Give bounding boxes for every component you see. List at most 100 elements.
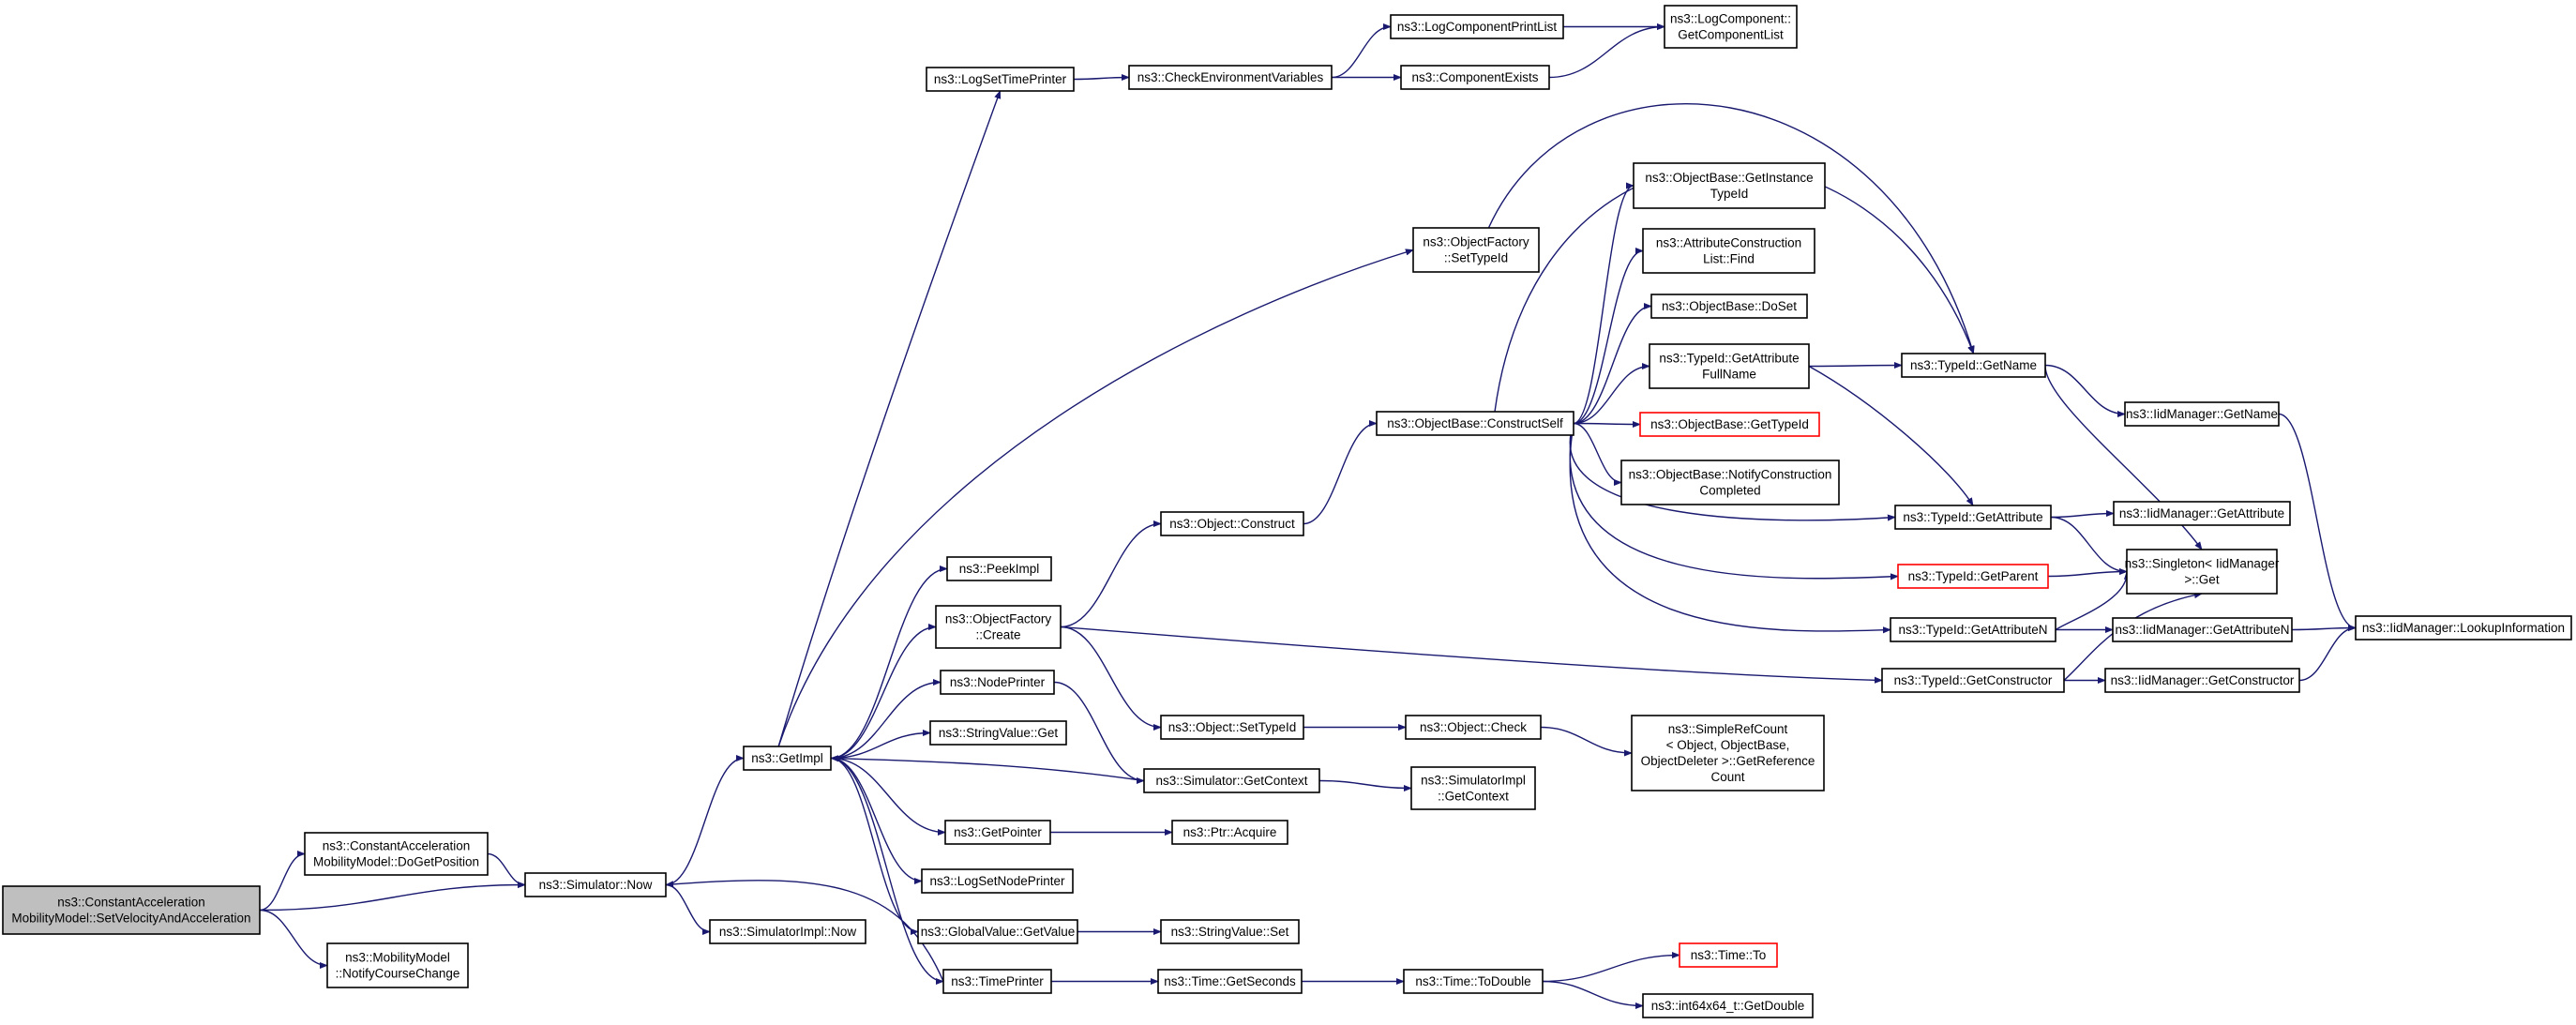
edge-getimpl-to-peekimpl (830, 565, 948, 760)
node-iidgetattr[interactable]: ns3::IidManager::GetAttribute (2113, 501, 2291, 526)
node-tgetctor[interactable]: ns3::TypeId::GetConstructor (1881, 668, 2065, 693)
node-label-timetodouble: ns3::Time::ToDouble (1415, 974, 1530, 988)
edge-getimpl-to-ofcreate (830, 623, 937, 760)
node-label-notify: ns3::MobilityModel (345, 951, 450, 965)
node-box-timeto (1679, 942, 1778, 968)
node-timegetsec[interactable]: ns3::Time::GetSeconds (1157, 969, 1303, 994)
edge-tgetattr-to-iidgetattr (2050, 509, 2115, 519)
node-label-ofcreate: ns3::ObjectFactory (945, 612, 1052, 626)
edge-timeprinter-to-simnow (665, 880, 944, 982)
node-label-notify: ::NotifyCourseChange (336, 967, 460, 981)
edge-objcheck-to-simpleref (1540, 726, 1633, 757)
node-dogetpos[interactable]: ns3::ConstantAccelerationMobilityModel::… (304, 832, 489, 876)
edge-getimpl-to-timeprinter (830, 757, 944, 986)
node-label-getattrfull: ns3::TypeId::GetAttribute (1659, 352, 1799, 366)
node-iidgetattrn[interactable]: ns3::IidManager::GetAttributeN (2112, 617, 2293, 642)
edge-constructself-to-obgettypeid (1573, 420, 1641, 429)
node-notifyconst[interactable]: ns3::ObjectBase::NotifyConstructionCompl… (1620, 460, 1840, 505)
node-constructself[interactable]: ns3::ObjectBase::ConstructSelf (1376, 411, 1574, 436)
node-tgetparent[interactable]: ns3::TypeId::GetParent (1897, 564, 2049, 589)
node-ofcreate[interactable]: ns3::ObjectFactory::Create (935, 605, 1062, 649)
edge-constructself-to-getattrfull (1573, 362, 1650, 425)
node-simgetctx[interactable]: ns3::Simulator::GetContext (1143, 768, 1320, 793)
node-doset[interactable]: ns3::ObjectBase::DoSet (1650, 294, 1808, 319)
node-lookup[interactable]: ns3::IidManager::LookupInformation (2355, 615, 2572, 641)
node-label-simgetctx: ns3::Simulator::GetContext (1155, 774, 1307, 788)
node-objconstruct[interactable]: ns3::Object::Construct (1160, 511, 1304, 536)
node-logsettime[interactable]: ns3::LogSetTimePrinter (926, 67, 1075, 92)
edge-ofcreate-to-objconstruct (1060, 520, 1162, 628)
node-getdouble[interactable]: ns3::int64x64_t::GetDouble (1642, 993, 1814, 1018)
node-iidgetname[interactable]: ns3::IidManager::GetName (2124, 401, 2280, 427)
node-root[interactable]: ns3::ConstantAccelerationMobilityModel::… (2, 885, 261, 935)
node-simnow[interactable]: ns3::Simulator::Now (524, 872, 667, 897)
node-ofsettypeid[interactable]: ns3::ObjectFactory::SetTypeId (1412, 227, 1540, 273)
edge-getattrfull-to-tgetname (1808, 361, 1903, 369)
node-box-simnow (524, 872, 667, 897)
node-label-logprint: ns3::LogComponentPrintList (1397, 20, 1558, 34)
edge-constructself-to-tgetparent (1569, 423, 1899, 580)
node-getpointer[interactable]: ns3::GetPointer (944, 820, 1051, 845)
node-label-ofcreate: ::Create (975, 628, 1020, 642)
node-timetodouble[interactable]: ns3::Time::ToDouble (1403, 969, 1544, 994)
node-tgetattrn[interactable]: ns3::TypeId::GetAttributeN (1890, 617, 2056, 642)
node-box-doset (1650, 294, 1808, 319)
node-notify[interactable]: ns3::MobilityModel::NotifyCourseChange (326, 942, 469, 988)
node-simimplctx[interactable]: ns3::SimulatorImpl::GetContext (1410, 766, 1536, 810)
node-logsetnode[interactable]: ns3::LogSetNodePrinter (921, 868, 1074, 894)
node-label-getimpl: ns3::GetImpl (751, 751, 823, 765)
edge-iidgetattrn-to-lookup (2291, 624, 2357, 632)
node-stringset[interactable]: ns3::StringValue::Set (1160, 919, 1300, 944)
node-logprint[interactable]: ns3::LogComponentPrintList (1390, 14, 1564, 39)
node-checkenv[interactable]: ns3::CheckEnvironmentVariables (1128, 65, 1333, 90)
node-timeprinter[interactable]: ns3::TimePrinter (942, 969, 1052, 994)
node-box-lookup (2355, 615, 2572, 641)
node-box-attrfind (1642, 228, 1815, 274)
node-label-iidgetname: ns3::IidManager::GetName (2126, 407, 2278, 421)
node-tgetname[interactable]: ns3::TypeId::GetName (1901, 353, 2046, 378)
node-obgettypeid[interactable]: ns3::ObjectBase::GetTypeId (1639, 412, 1820, 437)
node-label-iidgetattrn: ns3::IidManager::GetAttributeN (2115, 623, 2289, 637)
node-simpleref[interactable]: ns3::SimpleRefCount< Object, ObjectBase,… (1631, 715, 1825, 791)
node-box-getattrfull (1649, 343, 1810, 389)
node-box-getcomplist (1664, 5, 1798, 49)
node-label-ofsettypeid: ::SetTypeId (1444, 251, 1508, 265)
edge-checkenv-to-logprint (1331, 23, 1392, 79)
edge-getimpl-to-ofsettypeid (777, 249, 1414, 747)
node-tgetattr[interactable]: ns3::TypeId::GetAttribute (1894, 505, 2052, 530)
node-singleton[interactable]: ns3::Singleton< IidManager >::Get (2125, 549, 2280, 595)
edge-simgetctx-to-getimpl (830, 755, 1145, 782)
node-box-getdouble (1642, 993, 1814, 1018)
node-iidgetctor[interactable]: ns3::IidManager::GetConstructor (2104, 668, 2300, 693)
node-box-logsettime (926, 67, 1075, 92)
node-label-simpleref: < Object, ObjectBase, (1666, 738, 1790, 752)
node-simimplnow[interactable]: ns3::SimulatorImpl::Now (709, 919, 866, 944)
node-nodeprinter[interactable]: ns3::NodePrinter (940, 670, 1055, 695)
node-timeto[interactable]: ns3::Time::To (1679, 942, 1778, 968)
node-compexists[interactable]: ns3::ComponentExists (1400, 65, 1550, 90)
node-ptracquire[interactable]: ns3::Ptr::Acquire (1171, 820, 1288, 845)
node-box-stringget (929, 720, 1067, 746)
node-stringget[interactable]: ns3::StringValue::Get (929, 720, 1067, 746)
node-objcheck[interactable]: ns3::Object::Check (1405, 715, 1542, 740)
node-getimpl[interactable]: ns3::GetImpl (743, 746, 832, 771)
node-objsettypeid[interactable]: ns3::Object::SetTypeId (1160, 715, 1304, 740)
edge-getimpl-to-stringget (830, 729, 931, 760)
edge-dogetpos-to-simnow (487, 852, 526, 889)
node-box-tgetattrn (1890, 617, 2056, 642)
edge-constructself-to-notifyconst (1573, 422, 1622, 487)
edge-tgetattr-to-singleton (2050, 516, 2128, 576)
edge-simgetctx-to-simimplctx (1318, 779, 1412, 792)
edge-constructself-to-doset (1573, 302, 1652, 425)
node-getcomplist[interactable]: ns3::LogComponent::GetComponentList (1664, 5, 1798, 49)
node-label-checkenv: ns3::CheckEnvironmentVariables (1137, 70, 1324, 84)
node-box-globalget (917, 919, 1078, 944)
node-peekimpl[interactable]: ns3::PeekImpl (946, 556, 1052, 581)
node-label-nodeprinter: ns3::NodePrinter (950, 675, 1046, 689)
node-label-iidgetctor: ns3::IidManager::GetConstructor (2111, 673, 2295, 687)
node-globalget[interactable]: ns3::GlobalValue::GetValue (917, 919, 1078, 944)
